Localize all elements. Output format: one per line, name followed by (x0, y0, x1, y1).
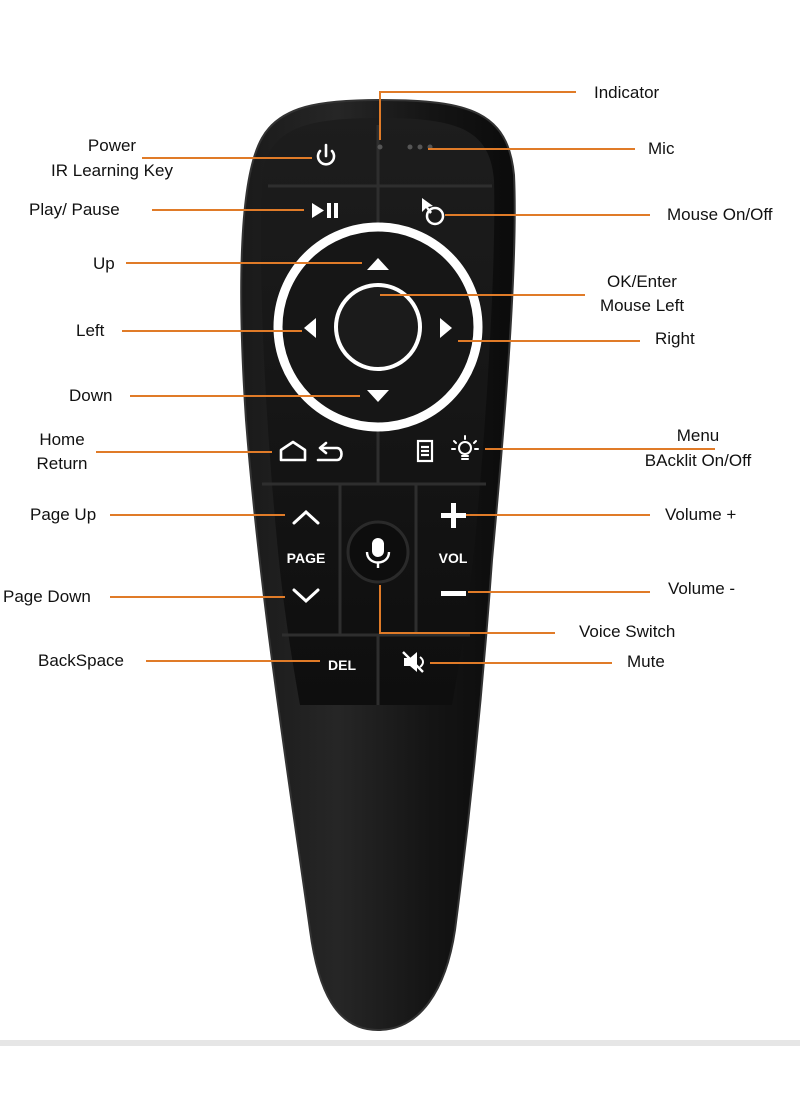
bulb-icon[interactable] (451, 435, 479, 460)
ok-enter-button[interactable] (334, 283, 422, 371)
del-button-label: DEL (328, 657, 356, 673)
mouse-cursor-icon[interactable] (422, 198, 445, 226)
label-ok-enter: OK/Enter (607, 272, 677, 291)
label-ir-learning-key: IR Learning Key (51, 161, 173, 180)
label-home: Home (39, 430, 85, 449)
menu-icon[interactable] (416, 439, 434, 463)
label-backlit: BAcklit On/Off (644, 451, 752, 470)
label-mic: Mic (648, 139, 675, 158)
label-return: Return (36, 454, 88, 473)
label-mute: Mute (627, 652, 665, 671)
up-arrow-icon[interactable] (367, 258, 389, 270)
label-backspace: BackSpace (38, 651, 124, 670)
label-right: Right (655, 329, 695, 348)
label-power: Power (87, 136, 137, 155)
label-voice-switch: Voice Switch (579, 622, 676, 641)
leader-lines (96, 91, 715, 664)
return-icon[interactable] (316, 441, 343, 462)
label-menu: Menu (676, 426, 720, 445)
label-indicator: Indicator (594, 83, 660, 102)
power-icon[interactable] (316, 143, 336, 166)
microphone-icon[interactable] (365, 538, 391, 568)
page-button-label: PAGE (287, 550, 326, 566)
chevron-down-icon[interactable] (292, 588, 320, 604)
right-arrow-icon[interactable] (440, 318, 452, 338)
bottom-divider (0, 1040, 800, 1046)
label-page-down: Page Down (3, 587, 91, 606)
label-up: Up (93, 254, 115, 273)
label-volume-plus: Volume + (665, 505, 737, 524)
label-page-up: Page Up (30, 505, 97, 524)
label-left: Left (76, 321, 105, 340)
vol-button-label: VOL (439, 550, 468, 566)
plus-icon[interactable] (441, 503, 466, 528)
mute-icon[interactable] (402, 651, 424, 673)
play-pause-icon[interactable] (312, 203, 338, 218)
minus-icon[interactable] (441, 591, 466, 596)
label-down: Down (69, 386, 113, 405)
indicator-dots (377, 144, 433, 150)
label-mouse-left: Mouse Left (599, 296, 685, 315)
down-arrow-icon[interactable] (367, 390, 389, 402)
label-play-pause: Play/ Pause (29, 200, 120, 219)
left-arrow-icon[interactable] (304, 318, 316, 338)
label-mouse-onoff: Mouse On/Off (667, 205, 773, 224)
chevron-up-icon[interactable] (292, 509, 320, 525)
button-grid (262, 125, 492, 705)
home-icon[interactable] (279, 440, 307, 462)
label-volume-minus: Volume - (668, 579, 736, 598)
